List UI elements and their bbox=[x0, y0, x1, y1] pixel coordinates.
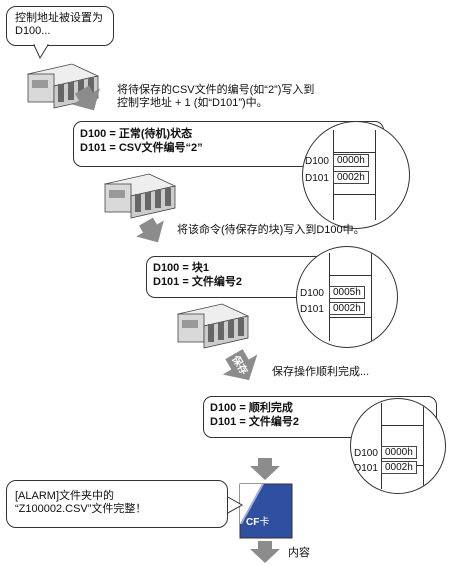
down-arrow-icon bbox=[72, 85, 100, 111]
alarm-line1: [ALARM]文件夹中的 bbox=[15, 490, 115, 502]
cf-card-label-cf: CF bbox=[246, 517, 260, 528]
save-arrow-icon bbox=[222, 349, 258, 381]
box3-reg-addr-1: D101 bbox=[354, 463, 378, 474]
alarm-callout: [ALARM]文件夹中的 “Z100002.CSV”文件完整！ bbox=[6, 480, 228, 528]
register-zoom-circle-3: D100 0000h D101 0002h bbox=[350, 398, 446, 494]
box2-reg-addr-1: D101 bbox=[300, 304, 324, 315]
box3-reg-val-1: 0002h bbox=[381, 461, 417, 474]
box3-reg-val-0: 0000h bbox=[381, 446, 417, 459]
intro-line2: D100... bbox=[15, 25, 51, 37]
step3-note: 保存操作顺利完成... bbox=[272, 366, 370, 378]
box1-reg-addr-0: D100 bbox=[305, 156, 329, 167]
box2-line1: D100 = 块1 bbox=[153, 262, 209, 274]
bottom-label: 内容 bbox=[288, 547, 310, 559]
down-arrow-icon bbox=[250, 541, 280, 563]
down-arrow-icon bbox=[136, 217, 164, 243]
plc-icon bbox=[176, 303, 250, 349]
plc-icon bbox=[103, 173, 177, 219]
cf-card-label: CF卡 bbox=[246, 513, 269, 528]
box1-line1: D100 = 正常(待机)状态 bbox=[80, 128, 193, 140]
step2-note: 将该命令(待保存的块)写入到D100中。 bbox=[177, 224, 365, 236]
register-zoom-circle-2: D100 0005h D101 0002h bbox=[296, 246, 398, 348]
box1-reg-val-0: 0000h bbox=[333, 154, 369, 167]
intro-callout: 控制地址被设置为 D100... bbox=[6, 6, 114, 46]
box3-reg-addr-0: D100 bbox=[354, 448, 378, 459]
cf-card-icon bbox=[239, 483, 293, 539]
step1-note: 将待保存的CSV文件的编号(如“2”)写入到 控制字地址 + 1 (如“D101… bbox=[117, 84, 314, 110]
cf-card-label-card: 卡 bbox=[259, 517, 270, 528]
box3-line2: D101 = 文件编号2 bbox=[210, 416, 299, 428]
box1-reg-val-1: 0002h bbox=[333, 171, 369, 184]
register-zoom-circle-1: D100 0000h D101 0002h bbox=[302, 121, 410, 229]
intro-line1: 控制地址被设置为 bbox=[15, 12, 103, 24]
box3-line1: D100 = 顺利完成 bbox=[210, 402, 293, 414]
box1-line2: D101 = CSV文件编号“2” bbox=[80, 142, 203, 154]
box2-line2: D101 = 文件编号2 bbox=[153, 276, 242, 288]
down-arrow-icon bbox=[250, 458, 280, 480]
box2-reg-addr-0: D100 bbox=[300, 288, 324, 299]
step1-note-line1: 将待保存的CSV文件的编号(如“2”)写入到 bbox=[117, 84, 315, 96]
alarm-line2: “Z100002.CSV”文件完整！ bbox=[15, 503, 147, 515]
step1-note-line2: 控制字地址 + 1 (如“D101”)中。 bbox=[117, 97, 268, 109]
box1-reg-addr-1: D101 bbox=[305, 173, 329, 184]
box2-reg-val-1: 0002h bbox=[329, 302, 365, 315]
box2-reg-val-0: 0005h bbox=[329, 286, 365, 299]
